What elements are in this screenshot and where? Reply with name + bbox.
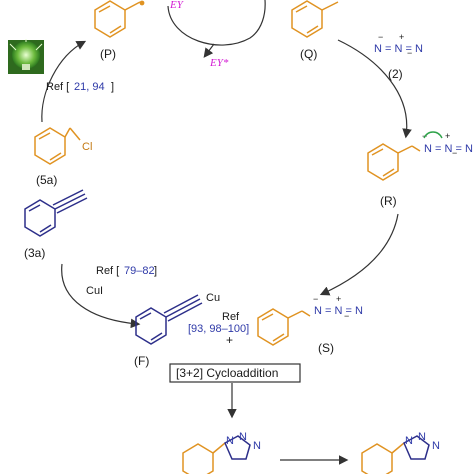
compound-f (135, 294, 203, 345)
ref-2-nums: 79–82 (124, 265, 155, 277)
azide-2: N = N = N (374, 43, 423, 55)
arrow-5a-to-p (41, 40, 87, 123)
svg-text:−: − (313, 294, 318, 304)
lightbulb-icon (8, 39, 44, 74)
ref-1-prefix: Ref [ (46, 81, 69, 93)
triazole-n1: N (226, 435, 234, 447)
svg-text:−: − (344, 311, 349, 321)
product-n2: N (418, 431, 426, 443)
svg-text:+: + (445, 131, 450, 141)
arrow-3a-to-f (61, 263, 141, 329)
product-n1: N (405, 435, 413, 447)
label-5a: (5a) (36, 173, 57, 187)
ey-label: EY (169, 0, 185, 11)
azide-r: N = N = N (424, 143, 473, 155)
label-f: (F) (134, 354, 149, 368)
cycloaddition-label: [3+2] Cycloaddition (176, 366, 278, 380)
compound-q (291, 0, 339, 38)
cycloaddition-box (169, 363, 301, 383)
svg-text:−: − (452, 148, 457, 158)
label-2: (2) (388, 67, 403, 81)
compound-r (367, 143, 421, 181)
label-r: (R) (380, 194, 397, 208)
ref-2-suffix: ] (154, 265, 157, 277)
label-q: (Q) (300, 47, 317, 61)
compound-3a (24, 189, 88, 237)
ref-1-nums: 21, 94 (74, 81, 105, 93)
curved-arrow-r (423, 131, 443, 139)
triazole-n2: N (239, 431, 247, 443)
plus-sign: + (226, 333, 233, 347)
compound-p (94, 0, 145, 38)
triazole-product (361, 435, 430, 474)
triazole-intermediate (182, 435, 251, 474)
label-s: (S) (318, 341, 334, 355)
ref-3-word: Ref (222, 311, 240, 323)
svg-text:+: + (399, 32, 404, 42)
cui-label: CuI (86, 285, 103, 297)
svg-text:−: − (407, 48, 412, 58)
ey-star-label: EY* (209, 57, 229, 69)
copper-atom: Cu (206, 292, 220, 304)
catalyst-arrow (203, 43, 215, 58)
chloro-atom: Cl (82, 141, 92, 153)
arrow-r-to-s (319, 213, 399, 296)
triazole-n3: N (253, 440, 261, 452)
compound-5a (34, 127, 81, 165)
catalyst-loop (167, 0, 266, 46)
azide-s: N = N = N (314, 305, 363, 317)
svg-text:−: − (378, 32, 383, 42)
label-3a: (3a) (24, 246, 45, 260)
compound-s (257, 308, 311, 346)
arrow-q-to-r (337, 39, 412, 139)
ref-3-nums: [93, 98–100] (188, 323, 249, 335)
label-p: (P) (100, 47, 116, 61)
ref-2-prefix: Ref [ (96, 265, 119, 277)
product-n3: N (432, 440, 440, 452)
ref-1-suffix: ] (111, 81, 114, 93)
svg-text:+: + (336, 294, 341, 304)
